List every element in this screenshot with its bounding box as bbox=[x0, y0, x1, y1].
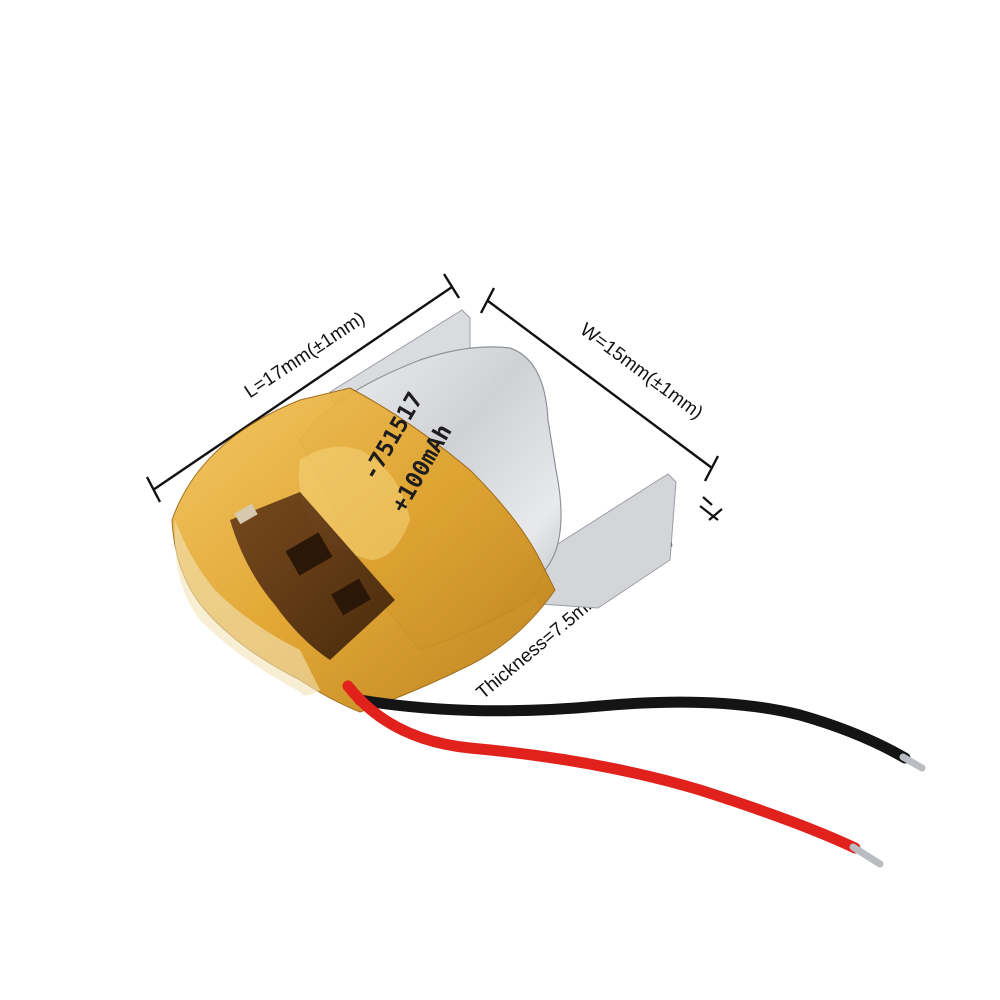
length-dimension-line bbox=[152, 286, 453, 491]
thickness-dimension-line bbox=[699, 505, 719, 521]
black-wire-tip bbox=[899, 753, 926, 772]
lipo-battery: -751517 +100mAh bbox=[171, 309, 677, 713]
pcb-component bbox=[234, 503, 258, 525]
width-dimension-line bbox=[487, 300, 713, 469]
protection-pcb bbox=[230, 492, 395, 660]
lead-wires bbox=[342, 680, 926, 868]
width-label: W=15mm(±1mm) bbox=[576, 319, 707, 423]
pcb-chip-secondary bbox=[331, 578, 371, 616]
thickness-tick-top bbox=[702, 496, 713, 506]
pcb-chip bbox=[285, 532, 333, 576]
thickness-tick-bottom bbox=[708, 508, 723, 521]
length-tick-left bbox=[145, 476, 162, 503]
width-tick-top bbox=[479, 287, 496, 314]
red-wire bbox=[342, 680, 861, 854]
width-tick-bottom bbox=[703, 455, 720, 482]
black-wire bbox=[354, 694, 911, 764]
length-tick-right bbox=[442, 273, 461, 299]
red-wire-tip bbox=[849, 843, 884, 868]
clear-wrap bbox=[174, 520, 320, 696]
